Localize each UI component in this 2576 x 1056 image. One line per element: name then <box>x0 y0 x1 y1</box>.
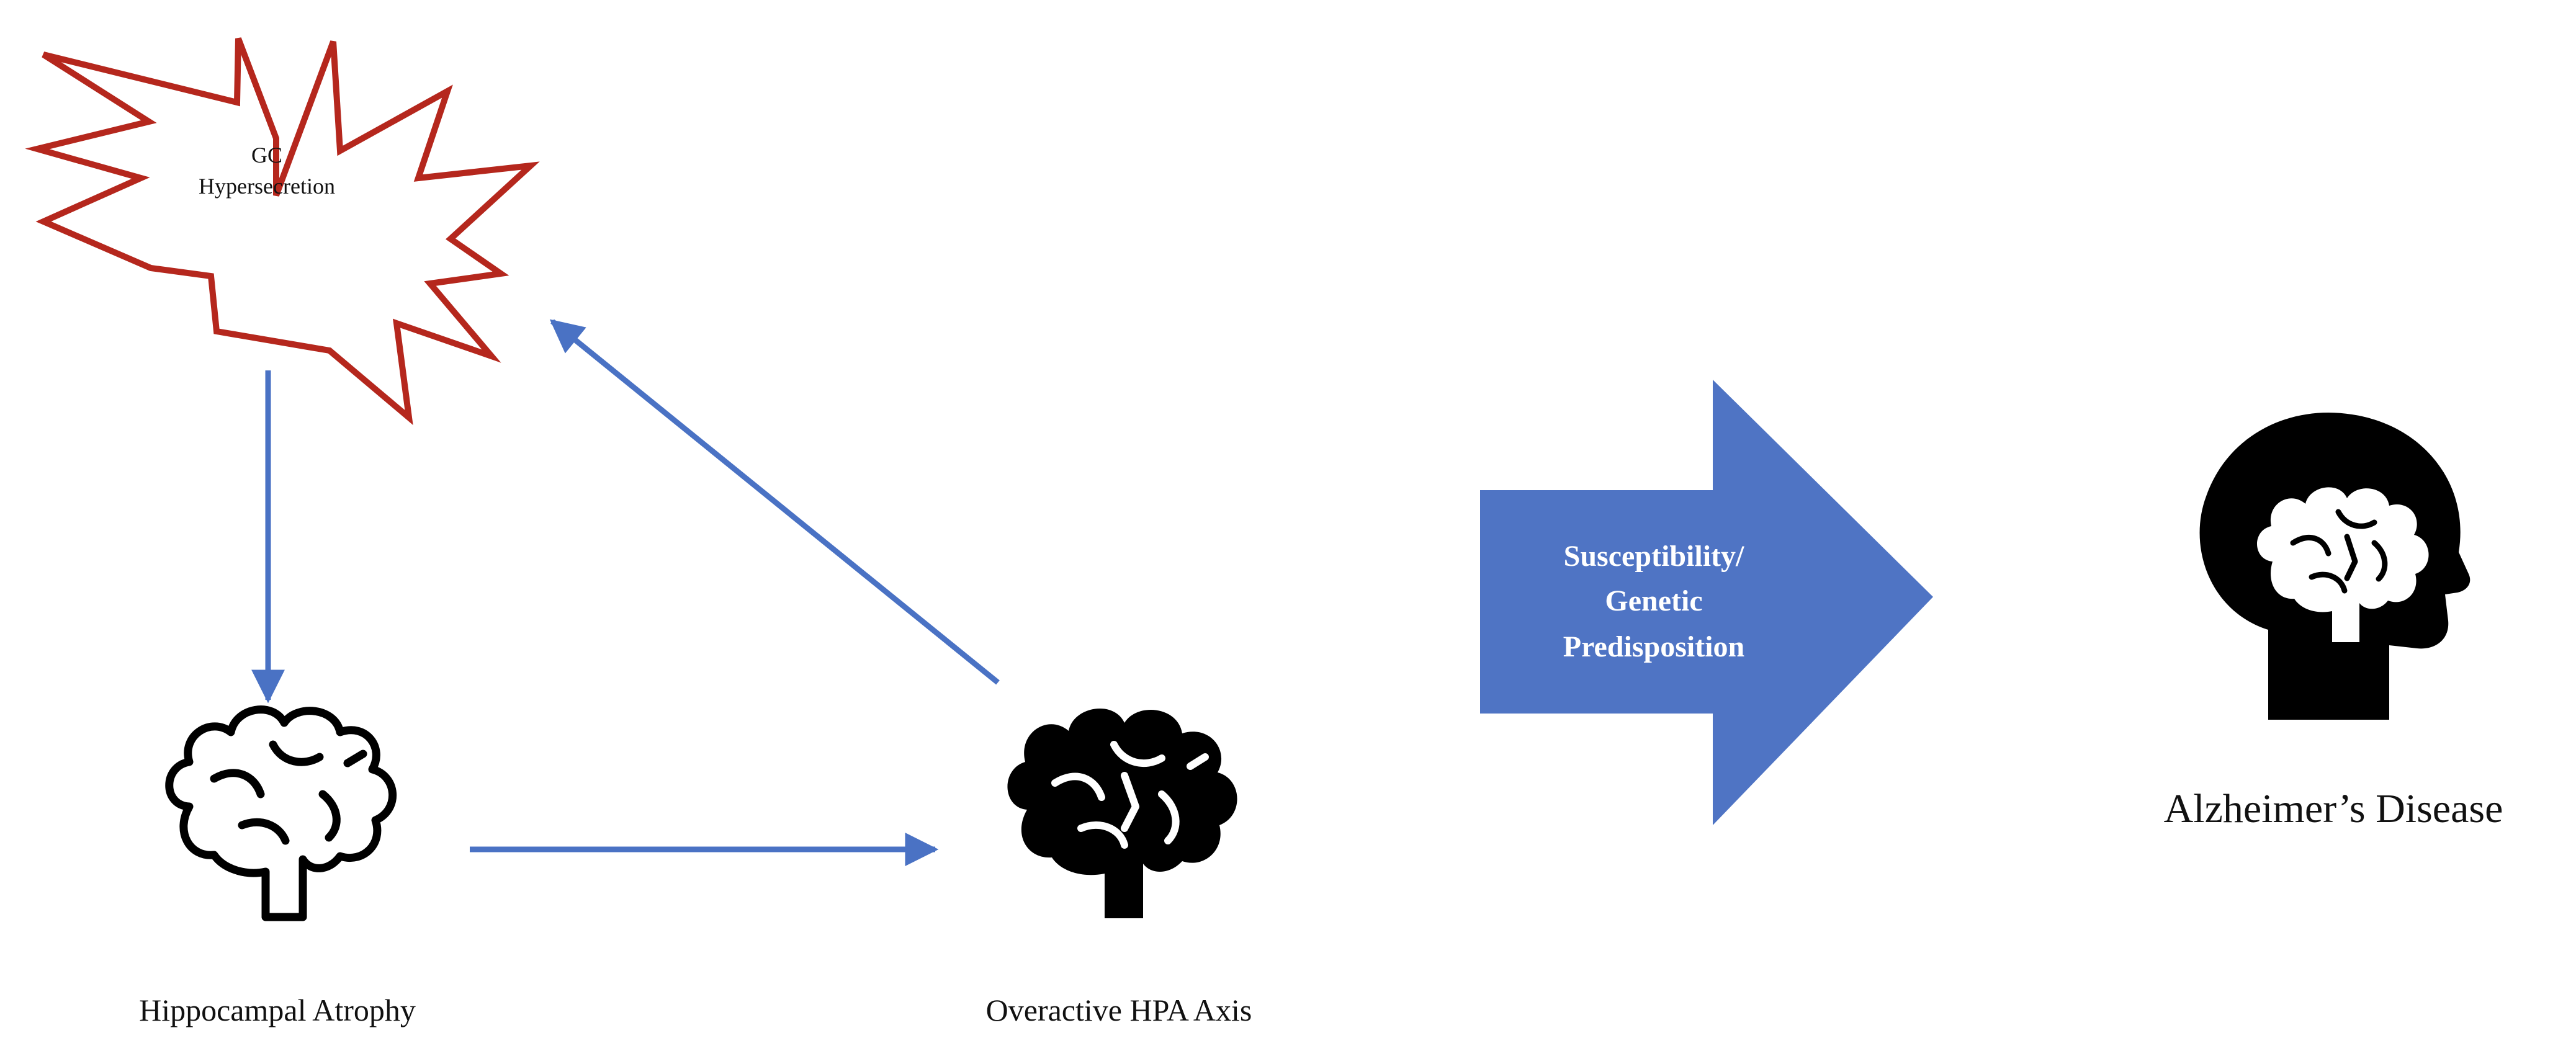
susceptibility-arrow: Susceptibility/ Genetic Predisposition <box>1480 380 1933 825</box>
arrow-label-line1: Susceptibility/ <box>1564 540 1744 573</box>
arrow-label-line3: Predisposition <box>1563 630 1745 663</box>
atrophy-label: Hippocampal Atrophy <box>139 993 416 1027</box>
ad-node: Alzheimer’s Disease <box>2164 412 2503 831</box>
arrow-label-line2: Genetic <box>1605 584 1702 617</box>
ad-label: Alzheimer’s Disease <box>2164 786 2503 831</box>
edge-hpa-to-gc <box>549 319 1000 685</box>
brain-solid-icon <box>1007 708 1237 918</box>
starburst-shape <box>25 37 540 426</box>
hpa-node: Overactive HPA Axis <box>986 708 1252 1027</box>
atrophy-node: Hippocampal Atrophy <box>139 705 416 1027</box>
brain-outline-icon <box>165 705 397 921</box>
gc-label-line1: GC <box>251 143 282 168</box>
head-brain-icon <box>2199 412 2471 720</box>
gc-label-line2: Hypersecretion <box>199 174 335 199</box>
gc-hypersecretion-node: GC Hypersecretion <box>25 37 540 426</box>
hpa-label: Overactive HPA Axis <box>986 993 1252 1027</box>
block-arrow-shape <box>1480 380 1933 825</box>
